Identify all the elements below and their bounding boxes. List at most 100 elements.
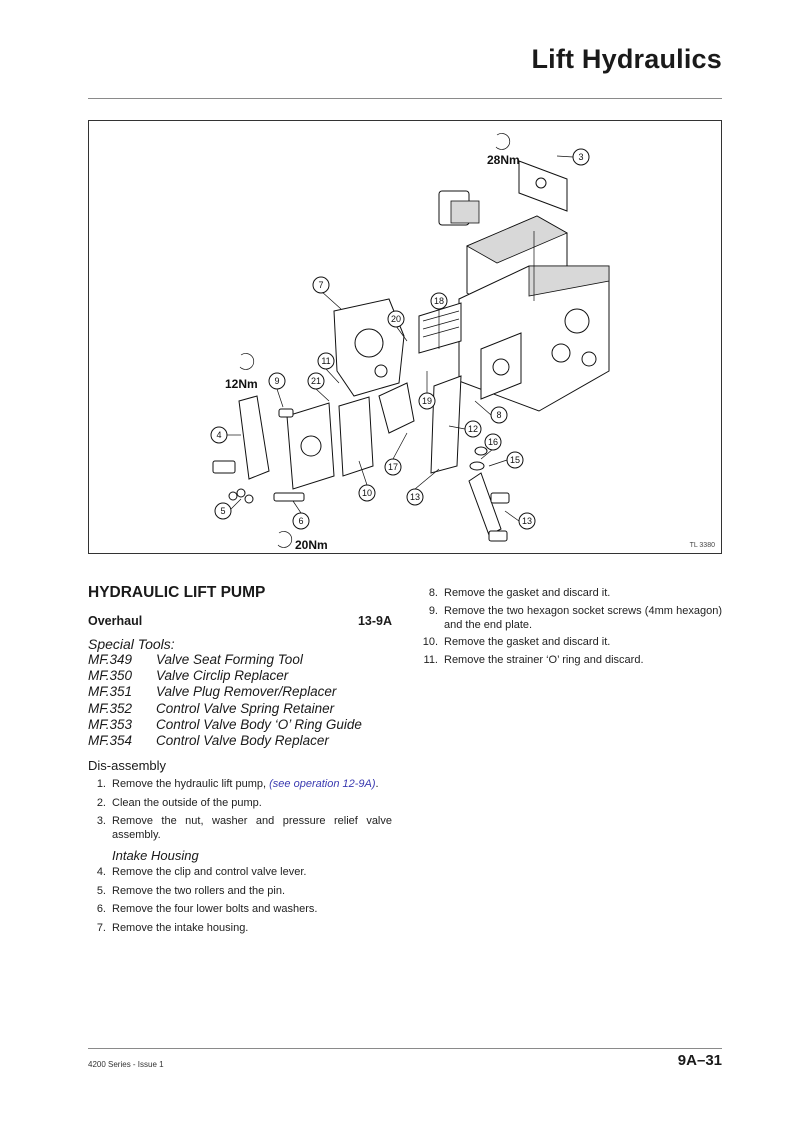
svg-text:4: 4 <box>216 430 221 440</box>
exploded-view-figure: 28Nm 12Nm 20Nm 3 7 18 20 11 21 9 19 8 4 … <box>88 120 722 554</box>
torque-12nm-marker: 12Nm <box>225 353 258 391</box>
callout-20: 20 <box>387 310 408 342</box>
step-number: 11. <box>423 653 438 666</box>
pump-body-drawing <box>418 160 610 412</box>
operation-row: Overhaul 13-9A <box>88 614 392 628</box>
step-number: 9. <box>428 604 438 617</box>
step-text: Remove the four lower bolts and washers. <box>112 903 318 916</box>
cross-reference-link[interactable]: (see operation 12-9A) <box>269 778 376 791</box>
step-item: 9. Remove the two hexagon socket screws … <box>420 604 722 632</box>
header-divider <box>88 98 722 99</box>
callout-17: 17 <box>384 432 408 476</box>
step-text: Remove the intake housing. <box>112 921 249 934</box>
callout-5: 5 <box>214 498 242 520</box>
intake-housing-heading: Intake Housing <box>112 848 199 864</box>
step-number: 4. <box>96 866 106 879</box>
step-number: 10. <box>422 636 438 648</box>
callout-16: 16 <box>480 433 502 460</box>
step-number: 7. <box>96 921 106 934</box>
svg-text:20: 20 <box>391 314 401 324</box>
svg-text:12: 12 <box>468 424 478 434</box>
callout-6: 6 <box>292 500 310 530</box>
disassembly-heading: Dis-assembly <box>88 758 167 774</box>
torque-20nm-marker: 20Nm <box>277 531 328 552</box>
tool-code: MF.351 <box>88 684 133 700</box>
svg-text:8: 8 <box>496 410 501 420</box>
svg-text:21: 21 <box>311 376 321 386</box>
footer-divider <box>88 1048 722 1049</box>
callout-13-lower: 13 <box>504 510 536 530</box>
step-item: 6. Remove the four lower bolts and washe… <box>88 902 392 916</box>
svg-text:28Nm: 28Nm <box>487 153 520 167</box>
svg-text:10: 10 <box>362 488 372 498</box>
left-column: HYDRAULIC LIFT PUMP Overhaul 13-9A Speci… <box>88 584 392 939</box>
svg-text:17: 17 <box>388 462 398 472</box>
step-text: Remove the gasket and discard it. <box>444 587 611 599</box>
step-number: 1. <box>96 778 106 791</box>
step-number: 5. <box>96 884 106 897</box>
tool-name: Control Valve Spring Retainer <box>156 700 335 716</box>
step-text: Remove the two hexagon socket screws (4m… <box>444 604 722 631</box>
step-text: Remove the clip and control valve lever. <box>112 866 307 879</box>
callout-8: 8 <box>474 400 508 424</box>
step-text: Remove the two rollers and the pin. <box>112 884 286 897</box>
svg-text:13: 13 <box>410 492 420 502</box>
callout-18: 18 <box>430 292 448 349</box>
tool-code: MF.350 <box>88 668 133 684</box>
tool-code: MF.349 <box>88 652 133 667</box>
intake-housing-drawing <box>212 395 374 504</box>
svg-text:11: 11 <box>321 356 330 366</box>
callout-9: 9 <box>268 372 286 408</box>
step-text: Clean the outside of the pump. <box>112 796 262 809</box>
figure-reference: TL 3380 <box>689 542 715 549</box>
footer-series: 4200 Series - Issue 1 <box>88 1060 164 1069</box>
tool-item: MF.354 Control Valve Body Replacer <box>88 733 392 749</box>
callout-13-upper: 13 <box>406 468 440 506</box>
torque-28nm-marker: 28Nm <box>487 133 520 167</box>
step-text: Remove the gasket and discard it. <box>444 636 611 648</box>
step-item: 8. Remove the gasket and discard it. <box>420 586 722 600</box>
tool-name: Valve Plug Remover/Replacer <box>156 684 337 700</box>
svg-text:13: 13 <box>522 516 532 526</box>
step-number: 6. <box>96 903 106 916</box>
callout-12: 12 <box>448 420 482 438</box>
page-title: Lift Hydraulics <box>531 44 722 74</box>
svg-text:16: 16 <box>488 437 498 447</box>
tool-code: MF.353 <box>88 716 133 732</box>
callout-3: 3 <box>556 148 590 166</box>
callout-7: 7 <box>312 276 342 310</box>
tool-item: MF.349 Valve Seat Forming Tool <box>88 652 392 668</box>
tool-item: MF.353 Control Valve Body ‘O’ Ring Guide <box>88 717 392 733</box>
bracket-drawing <box>468 446 510 542</box>
page-number: 9A–31 <box>677 1052 722 1069</box>
tool-name: Valve Seat Forming Tool <box>156 652 303 667</box>
callout-21: 21 <box>307 372 330 402</box>
tool-code: MF.352 <box>88 700 133 716</box>
step-number: 3. <box>96 815 106 828</box>
step-text: Remove the strainer ‘O’ ring and discard… <box>444 653 644 666</box>
step-text: Remove the nut, washer and pressure reli… <box>112 815 392 842</box>
step-item: 1. Remove the hydraulic lift pump, (see … <box>88 777 392 791</box>
svg-text:20Nm: 20Nm <box>295 538 328 552</box>
tool-name: Control Valve Body Replacer <box>156 733 329 749</box>
valve-body-drawing <box>333 298 462 474</box>
operation-label: Overhaul <box>88 614 143 628</box>
callout-11: 11 <box>317 352 340 384</box>
callout-10: 10 <box>358 460 376 502</box>
step-item: 4. Remove the clip and control valve lev… <box>88 865 392 879</box>
svg-text:9: 9 <box>274 376 279 386</box>
step-item: 2. Clean the outside of the pump. <box>88 796 392 810</box>
tool-item: MF.352 Control Valve Spring Retainer <box>88 701 392 717</box>
svg-text:7: 7 <box>318 280 323 290</box>
right-column: 8. Remove the gasket and discard it. 9. … <box>420 586 722 670</box>
step-number: 2. <box>96 796 106 809</box>
step-item: 5. Remove the two rollers and the pin. <box>88 884 392 898</box>
tool-item: MF.351 Valve Plug Remover/Replacer <box>88 684 392 700</box>
special-tools-title: Special Tools: <box>88 636 175 652</box>
tool-name: Control Valve Body ‘O’ Ring Guide <box>156 716 362 732</box>
tool-code: MF.354 <box>88 733 133 749</box>
pump-exploded-diagram: 28Nm 12Nm 20Nm 3 7 18 20 11 21 9 19 8 4 … <box>210 133 610 552</box>
step-item: 7. Remove the intake housing. <box>88 921 392 935</box>
